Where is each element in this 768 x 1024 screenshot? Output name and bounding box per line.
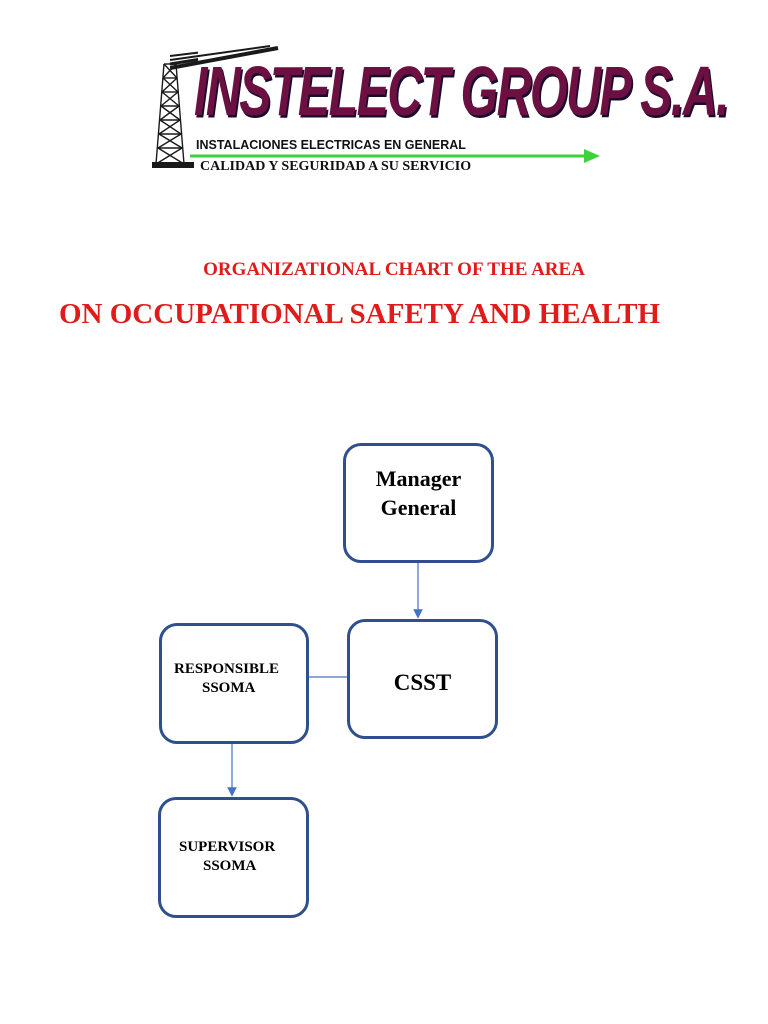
node-manager-line1: Manager <box>375 466 462 491</box>
company-name: INSTELECT GROUP S.A. <box>194 53 730 131</box>
node-responsible-ssoma: RESPONSIBLE SSOMA <box>159 623 309 744</box>
power-cable-icon <box>170 45 279 70</box>
green-arrow-icon <box>190 149 600 163</box>
company-logo: INSTELECT GROUP S.A. INSTALACIONES ELECT… <box>150 42 730 182</box>
node-responsible-line1: RESPONSIBLE <box>174 661 280 677</box>
chart-heading-line2: ON OCCUPATIONAL SAFETY AND HEALTH <box>59 298 661 330</box>
company-tagline-1: INSTALACIONES ELECTRICAS EN GENERAL <box>196 138 466 152</box>
node-csst-label: CSST <box>393 670 452 695</box>
company-tagline-2: CALIDAD Y SEGURIDAD A SU SERVICIO <box>200 159 472 174</box>
node-supervisor-line2: SSOMA <box>203 858 257 874</box>
chart-heading-line1: ORGANIZATIONAL CHART OF THE AREA <box>203 259 585 280</box>
node-supervisor-line1: SUPERVISOR <box>179 839 276 855</box>
electric-tower-icon <box>152 51 198 168</box>
node-csst: CSST <box>347 619 498 739</box>
node-manager-general: Manager General <box>343 443 494 563</box>
node-supervisor-ssoma: SUPERVISOR SSOMA <box>158 797 309 918</box>
node-manager-line2: General <box>380 495 457 520</box>
node-responsible-line2: SSOMA <box>202 680 256 696</box>
